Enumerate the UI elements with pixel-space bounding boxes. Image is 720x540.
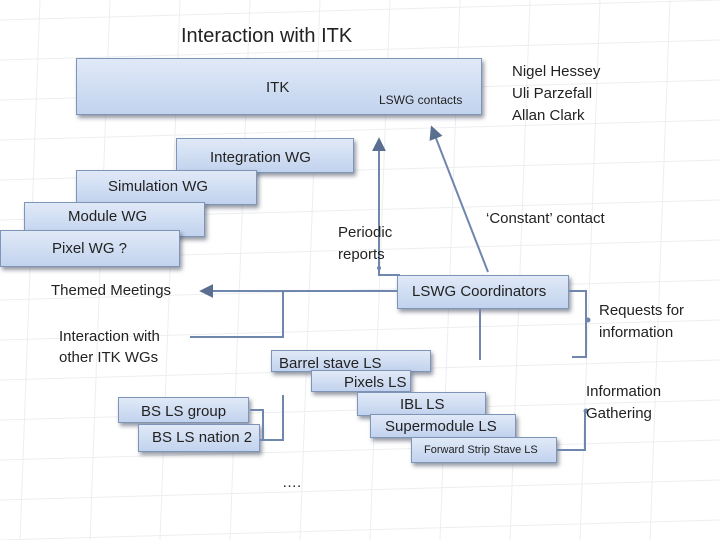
periodic-reports-line-2: reports — [338, 246, 385, 263]
module-wg-label: Module WG — [68, 208, 148, 225]
constant-contact-label: ‘Constant’ contact — [486, 210, 605, 227]
pixels-ls-box — [311, 370, 411, 392]
pixel-wg-box — [0, 230, 180, 267]
pixels-ls-label: Pixels LS — [344, 374, 407, 391]
itk-box — [76, 58, 482, 115]
themed-meetings-label: Themed Meetings — [51, 282, 172, 299]
simulation-wg-box — [76, 170, 257, 205]
simulation-wg-label: Simulation WG — [108, 178, 209, 195]
supermodule-ls-label: Supermodule LS — [385, 418, 497, 435]
pixel-wg-label: Pixel WG ? — [52, 240, 128, 257]
ibl-ls-box — [357, 392, 486, 416]
forward-strip-stave-ls-box — [411, 437, 557, 463]
integration-wg-box — [176, 138, 354, 173]
bs-ls-group-label: BS LS group — [141, 403, 227, 420]
line-coordinators-to-itk — [372, 137, 400, 276]
ellipsis-label: …. — [282, 474, 302, 491]
page-title: Interaction with ITK — [181, 25, 353, 47]
bs-ls-nation-box — [138, 424, 260, 452]
lswg-contacts-label: LSWG contacts — [379, 93, 463, 107]
line-to-interaction-other — [190, 291, 284, 338]
integration-wg-label: Integration WG — [210, 149, 311, 166]
periodic-reports-line-1: Periodic — [338, 224, 393, 241]
line-bs-group — [250, 409, 264, 440]
interaction-other-line-2: other ITK WGs — [59, 349, 159, 366]
itk-label: ITK — [266, 79, 290, 96]
contact-name-2: Uli Parzefall — [512, 85, 593, 102]
line-constant-contact — [429, 125, 489, 273]
contact-name-1: Nigel Hessey — [512, 63, 601, 80]
contact-name-3: Allan Clark — [512, 107, 585, 124]
requests-line-1: Requests for — [599, 302, 685, 319]
line-gathering — [557, 410, 586, 451]
dot-periodic — [377, 266, 381, 270]
requests-line-2: information — [599, 324, 674, 341]
ibl-ls-label: IBL LS — [400, 396, 445, 413]
lswg-coordinators-label: LSWG Coordinators — [412, 283, 547, 300]
barrel-stave-ls-label: Barrel stave LS — [279, 355, 382, 372]
interaction-other-line-1: Interaction with — [59, 328, 160, 345]
bs-ls-group-box — [118, 397, 249, 423]
info-gathering-line-2: Gathering — [586, 405, 652, 422]
line-bs-nation — [260, 395, 284, 441]
dot-gathering — [583, 408, 589, 414]
info-gathering-line-1: Information — [586, 383, 662, 400]
forward-strip-stave-ls-label: Forward Strip Stave LS — [424, 444, 538, 456]
line-requests — [569, 290, 587, 358]
dot-requests — [585, 317, 591, 323]
lswg-coordinators-box — [397, 275, 569, 309]
bs-ls-nation-label: BS LS nation 2 — [152, 429, 253, 446]
